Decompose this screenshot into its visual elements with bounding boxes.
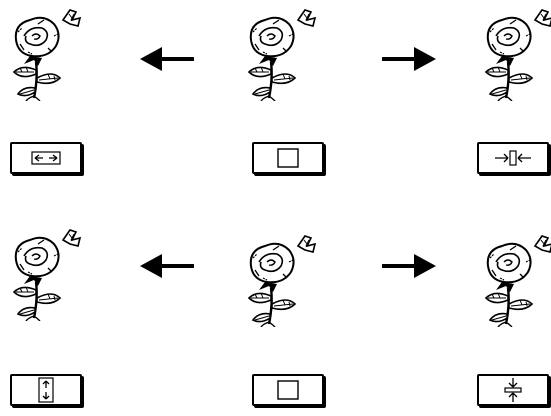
normal-size-square-icon [276,147,300,169]
arrow-left-icon [140,254,194,278]
rose-illustration [480,6,551,101]
normal-size-square-icon [276,379,300,401]
shrink-vertical-button[interactable] [477,374,549,406]
arrow-right-icon [382,254,436,278]
rose-illustration [243,6,323,101]
shrink-horizontal-button[interactable] [477,142,549,174]
rose-illustration [243,232,323,327]
rose-illustration [480,232,551,327]
normal-size-button[interactable] [252,142,324,174]
stretch-vertical-icon [36,376,56,404]
stretch-horizontal-button[interactable] [10,142,82,174]
rose-illustration [8,226,88,321]
shrink-vertical-icon [501,376,525,404]
normal-size-button[interactable] [252,374,324,406]
shrink-horizontal-icon [491,148,535,168]
rose-illustration [8,6,88,101]
arrow-left-icon [140,47,194,71]
stretch-horizontal-icon [26,150,66,166]
stretch-vertical-button[interactable] [10,374,82,406]
arrow-right-icon [382,47,436,71]
